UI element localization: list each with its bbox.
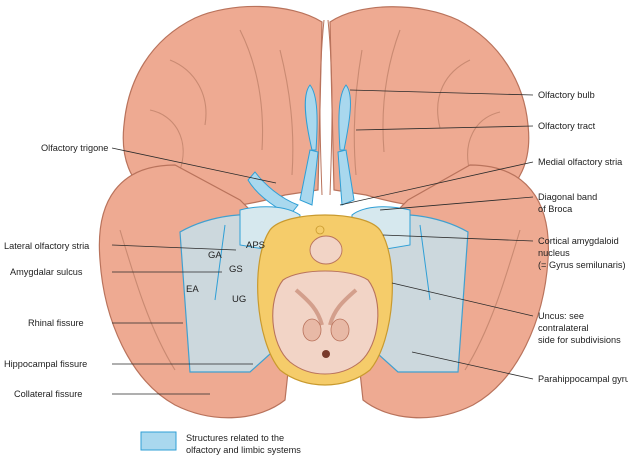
label-uncus-line2: contralateral — [538, 323, 589, 333]
label-diagonal-band-line2: of Broca — [538, 204, 573, 214]
label-olfactory-bulb: Olfactory bulb — [538, 90, 595, 100]
midbrain-section — [272, 270, 379, 375]
label-hippocampal-fissure: Hippocampal fissure — [4, 359, 87, 369]
label-olfactory-tract: Olfactory tract — [538, 121, 596, 131]
olfactory-bulb-left — [304, 84, 318, 151]
brainstem — [257, 214, 393, 386]
label-cortical-amygdaloid-line3: (= Gyrus semilunaris) — [538, 260, 626, 270]
label-cortical-amygdaloid-line1: Cortical amygdaloid — [538, 236, 619, 246]
region-label-aps: APS — [246, 240, 265, 251]
region-label-ug: UG — [232, 294, 246, 305]
region-label-ga: GA — [208, 250, 222, 261]
label-diagonal-band-line1: Diagonal band — [538, 192, 597, 202]
label-cortical-amygdaloid-line2: nucleus — [538, 248, 570, 258]
label-lateral-olfactory-stria: Lateral olfactory stria — [4, 241, 90, 251]
legend-line2: olfactory and limbic systems — [186, 445, 301, 455]
region-label-ea: EA — [186, 284, 199, 295]
label-amygdalar-sulcus: Amygdalar sulcus — [10, 267, 83, 277]
legend-line1: Structures related to the — [186, 433, 284, 443]
label-uncus-line3: side for subdivisions — [538, 335, 621, 345]
olfactory-bulb-right — [338, 84, 351, 151]
label-uncus-line1: Uncus: see — [538, 311, 584, 321]
region-label-gs: GS — [229, 264, 243, 275]
olfactory-tract-left — [299, 149, 319, 206]
leader-lines — [111, 89, 534, 395]
label-medial-olfactory-stria: Medial olfactory stria — [538, 157, 623, 167]
label-parahippocampal-gyrus: Parahippocampal gyrus — [538, 374, 628, 384]
label-rhinal-fissure: Rhinal fissure — [28, 318, 84, 328]
legend-swatch — [140, 431, 177, 451]
legend: Structures related to the olfactory and … — [140, 431, 301, 455]
olfactory-tract-right — [337, 149, 355, 206]
label-collateral-fissure: Collateral fissure — [14, 389, 82, 399]
label-olfactory-trigone: Olfactory trigone — [41, 143, 108, 153]
